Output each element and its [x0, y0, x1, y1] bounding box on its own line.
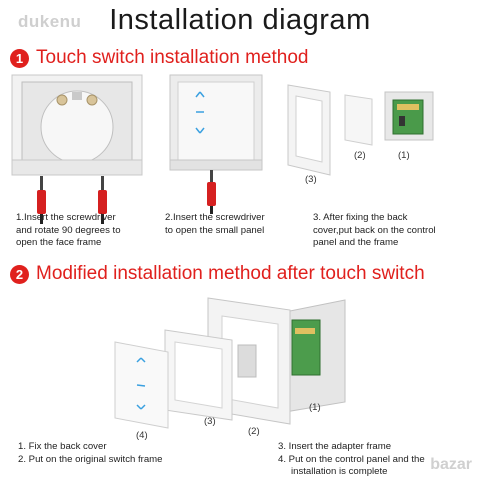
part-label-panel-4: (4)	[136, 430, 148, 441]
part-label-frame: (3)	[305, 174, 317, 185]
section1-caption-2: 2.Insert the screwdriver to open the sma…	[165, 212, 285, 237]
switch-housing-illustration-1	[11, 74, 143, 176]
caption-line: 3. Insert the adapter frame	[278, 441, 392, 452]
part-label-frame-3: (3)	[204, 416, 216, 427]
watermark: dukenu	[18, 12, 82, 31]
part-label-box-1: (1)	[309, 402, 321, 413]
switch-panel-illustration-2	[169, 74, 263, 171]
caption-line: 3. After fixing the back	[313, 212, 408, 223]
screwdriver-icon	[207, 170, 216, 214]
caption-line: installation is complete	[291, 466, 388, 477]
caption-line: panel and the frame	[313, 237, 399, 248]
small-panel-part	[344, 94, 373, 146]
caption-line: cover,put back on the control	[313, 224, 436, 236]
arrow-down-icon	[136, 404, 146, 410]
arrow-up-icon	[136, 357, 146, 363]
part-label-box: (1)	[398, 150, 410, 161]
caption-line: 2.Insert the screwdriver	[165, 212, 265, 223]
section1-number-badge: 1	[10, 48, 29, 68]
caption-line: open the face frame	[16, 237, 102, 248]
caption-line: and rotate 90 degrees to	[16, 224, 121, 236]
face-frame-part	[287, 84, 331, 176]
screwdriver-icon	[37, 176, 46, 224]
section1-caption-3: 3. After fixing the back cover,put back …	[313, 212, 473, 250]
back-box-part	[284, 299, 346, 413]
section2-caption-left: 1. Fix the back cover 2. Put on the orig…	[18, 441, 228, 466]
part-label-panel: (2)	[354, 150, 366, 161]
page-title: Installation diagram	[109, 4, 371, 36]
section2-header: 2 Modified installation method after tou…	[10, 262, 425, 286]
part-label-adapter-2: (2)	[248, 426, 260, 437]
caption-line: 2. Put on the original switch frame	[18, 453, 163, 465]
section2-number-badge: 2	[10, 264, 29, 284]
caption-line: 4. Put on the control panel and the	[278, 453, 425, 465]
section2-title: Modified installation method after touch…	[36, 263, 425, 284]
section1-title: Touch switch installation method	[36, 47, 309, 68]
section1-header: 1 Touch switch installation method	[10, 46, 308, 70]
caption-line: to open the small panel	[165, 224, 265, 236]
caption-line: 1. Fix the back cover	[18, 441, 107, 452]
corner-watermark: bazar	[430, 456, 472, 473]
section2-caption-right: 3. Insert the adapter frame 4. Put on th…	[278, 441, 468, 479]
caption-line: 1.Insert the screwdriver	[16, 212, 116, 223]
control-panel-part	[114, 341, 169, 429]
switch-frame-part	[164, 329, 233, 421]
switch-box-part	[384, 91, 434, 141]
screwdriver-icon	[98, 176, 107, 224]
section1-caption-1: 1.Insert the screwdriver and rotate 90 d…	[16, 212, 156, 250]
